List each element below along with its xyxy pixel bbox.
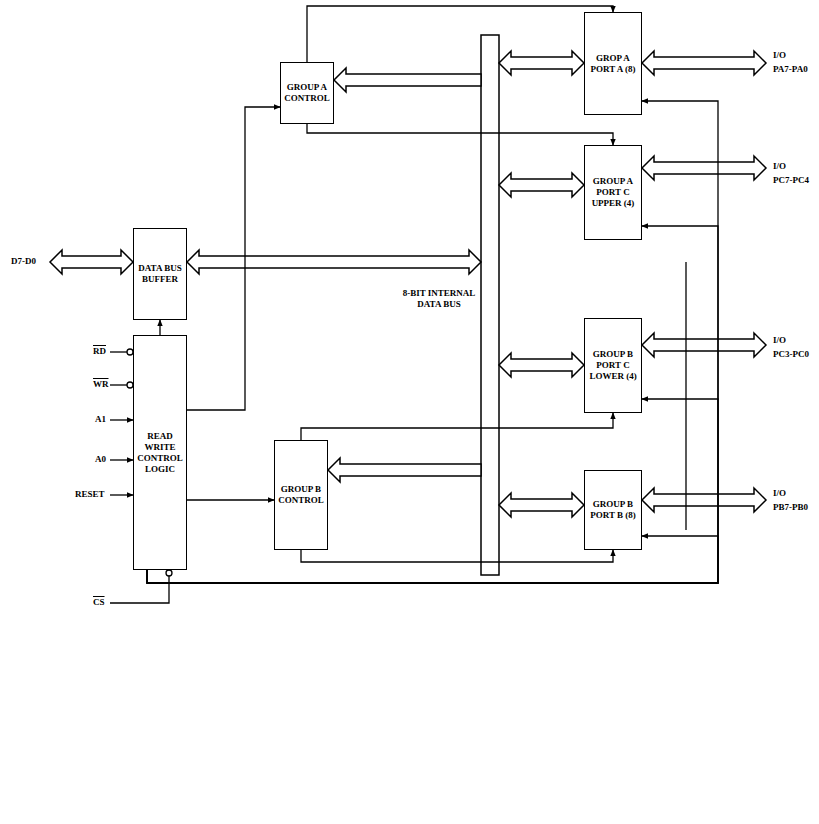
block-label: GROP A PORT A (8) (585, 51, 641, 77)
control-connector (301, 413, 613, 440)
control-connector (187, 499, 274, 500)
bus-arrow (642, 333, 766, 357)
control-connector (147, 399, 718, 583)
input-line (110, 384, 127, 385)
block-label: READ WRITE CONTROL LOGIC (134, 429, 186, 477)
io-label: PC7-PC4 (772, 175, 810, 186)
control-connector (307, 124, 613, 145)
io-label: I/O (772, 335, 787, 346)
input-line (110, 459, 133, 460)
bus-arrow (334, 68, 481, 92)
control-connector (301, 550, 613, 562)
bus-arrow (187, 250, 481, 274)
block-box: GROUP A PORT C UPPER (4) (584, 145, 642, 240)
io-label: I/O (772, 488, 787, 499)
block-box: GROUP B PORT C LOWER (4) (584, 318, 642, 413)
bus-arrow (642, 156, 766, 180)
bus-arrow (499, 173, 584, 197)
pin-label: A1 (94, 414, 107, 425)
bus-arrow (328, 458, 481, 482)
io-label: I/O (772, 50, 787, 61)
block-label: DATA BUS BUFFER (134, 261, 186, 287)
block-box: READ WRITE CONTROL LOGIC (133, 335, 187, 570)
bus-arrow (499, 51, 584, 75)
block-box: GROUP B CONTROL (274, 440, 328, 550)
control-connector (147, 101, 718, 583)
input-line (110, 494, 133, 495)
bus-arrow (50, 250, 133, 274)
io-label: PB7-PB0 (772, 502, 809, 513)
input-line (110, 351, 127, 352)
pin-label: CS (92, 597, 106, 608)
control-connector (159, 320, 160, 335)
control-connector (147, 226, 718, 583)
block-box: GROP A PORT A (8) (584, 12, 642, 115)
inversion-bubble (166, 570, 172, 576)
control-connector (187, 107, 280, 410)
block-box: DATA BUS BUFFER (133, 228, 187, 320)
control-line (685, 262, 686, 530)
io-label: PC3-PC0 (772, 349, 810, 360)
block-box: GROUP B PORT B (8) (584, 470, 642, 550)
input-line (110, 576, 169, 603)
bus-arrow (642, 51, 766, 75)
signal-label: D7-D0 (10, 256, 37, 267)
block-label: GROUP A CONTROL (281, 80, 333, 106)
pin-label: RD (92, 346, 107, 357)
pin-label: A0 (94, 454, 107, 465)
bus-name-label: 8-BIT INTERNAL DATA BUS (398, 288, 480, 310)
bus-arrow (642, 488, 766, 512)
io-label: I/O (772, 161, 787, 172)
pin-label: RESET (74, 489, 106, 500)
input-line (110, 419, 133, 420)
bus-arrow (499, 353, 584, 377)
block-box: GROUP A CONTROL (280, 62, 334, 124)
block-label: GROUP A PORT C UPPER (4) (585, 174, 641, 211)
block-label: GROUP B PORT C LOWER (4) (585, 347, 641, 384)
internal-bus-bar (481, 35, 499, 575)
io-label: PA7-PA0 (772, 64, 809, 75)
control-connector (307, 6, 613, 62)
bus-arrow (499, 493, 584, 517)
block-label: GROUP B CONTROL (275, 482, 327, 508)
block-label: GROUP B PORT B (8) (585, 497, 641, 523)
pin-label: WR (92, 379, 110, 390)
